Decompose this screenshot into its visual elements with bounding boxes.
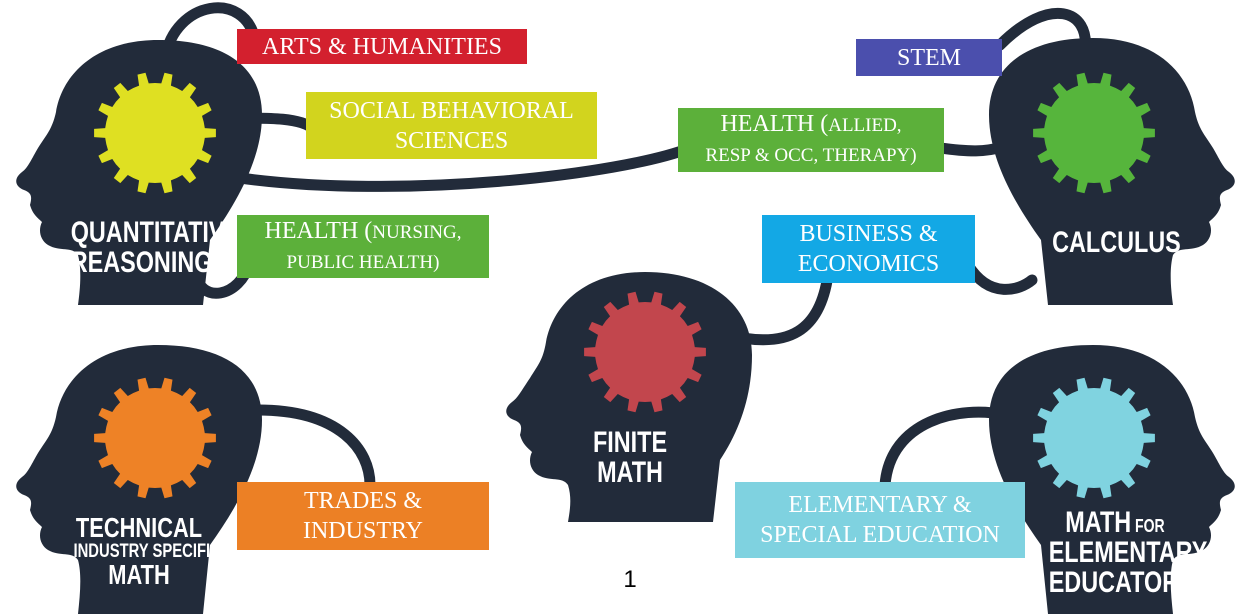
connector-stem <box>994 7 1091 56</box>
elem-math: MATH <box>1065 506 1132 539</box>
tag-trades-industry: TRADES & INDUSTRY <box>237 482 489 550</box>
gear-quantitative-reasoning <box>94 72 216 194</box>
tag-arts-humanities: ARTS & HUMANITIES <box>237 29 527 64</box>
elem-line1: MATH FOR <box>1049 508 1182 538</box>
tag-stem: STEM <box>856 39 1002 76</box>
arts-label: ARTS & HUMANITIES <box>262 33 502 60</box>
connector-business <box>962 259 1038 295</box>
elem-line2: ELEMENTARY <box>1048 536 1208 569</box>
education-line1: ELEMENTARY & <box>788 492 972 518</box>
allied-h: H <box>720 111 738 137</box>
tech-line2: INDUSTRY SPECIFIC <box>73 541 221 562</box>
connector-arts <box>159 2 261 64</box>
tag-health-allied: HEALTH (ALLIED, RESP & OCC, THERAPY) <box>678 108 944 172</box>
gear-technical-math <box>94 377 216 499</box>
label-math-elementary-educators: MATH FOR ELEMENTARY EDUCATORS <box>1048 508 1208 599</box>
label-technical-math: TECHNICAL INDUSTRY SPECIFIC MATH <box>73 512 221 590</box>
allied-line1: HEALTH (ALLIED, <box>720 109 901 141</box>
finite-line2: MATH <box>597 456 663 489</box>
tag-social-behavioral-sciences: SOCIAL BEHAVIORAL SCIENCES <box>306 92 597 159</box>
calc-line1: CALCULUS <box>1052 226 1181 259</box>
finite-line1: FINITE <box>592 426 668 459</box>
qr-line1: QUANTITATIVE <box>70 216 241 249</box>
elem-line3: EDUCATORS <box>1048 566 1195 599</box>
connector-allied <box>234 142 696 192</box>
trades-line1: TRADES & <box>303 488 422 514</box>
elem-for: FOR <box>1135 516 1165 536</box>
label-quantitative-reasoning: QUANTITATIVE REASONING <box>70 216 241 279</box>
social-line2: SCIENCES <box>394 127 509 154</box>
gears <box>94 72 1155 499</box>
nursing-big: HEALTH ( <box>264 217 373 244</box>
trades-line2: INDUSTRY <box>302 518 423 544</box>
business-line1: BUSINESS & <box>799 221 938 247</box>
nursing-line1: HEALTH (NURSING, <box>265 216 462 248</box>
tag-health-nursing: HEALTH (NURSING, PUBLIC HEALTH) <box>237 215 489 278</box>
allied-rest: EALTH ( <box>737 111 829 137</box>
allied-small: ALLIED, <box>828 115 902 136</box>
qr-line2: REASONING <box>70 246 213 279</box>
gear-calculus <box>1033 72 1155 194</box>
connector-allied-right <box>934 141 1008 157</box>
stem-label: STEM <box>896 44 961 71</box>
label-calculus: CALCULUS <box>1052 226 1181 259</box>
nursing-small: NURSING, <box>372 221 462 243</box>
connector-trades <box>252 404 376 491</box>
social-line1: SOCIAL BEHAVIORAL <box>329 97 574 124</box>
label-finite-math: FINITE MATH <box>591 428 669 488</box>
tag-elementary-special-education: ELEMENTARY & SPECIAL EDUCATION <box>735 482 1025 558</box>
tech-line3: MATH <box>108 559 170 590</box>
nursing-line2: PUBLIC HEALTH) <box>286 251 440 273</box>
gear-elementary-educators <box>1033 377 1155 499</box>
gear-finite-math <box>584 291 706 413</box>
business-line2: ECONOMICS <box>797 251 940 277</box>
allied-line2: RESP & OCC, THERAPY) <box>705 145 917 166</box>
tech-line1: TECHNICAL <box>75 512 203 543</box>
education-line2: SPECIAL EDUCATION <box>760 522 1000 548</box>
connector-education <box>879 406 1011 491</box>
page-number: 1 <box>623 566 637 593</box>
tag-business-economics: BUSINESS & ECONOMICS <box>762 215 975 283</box>
